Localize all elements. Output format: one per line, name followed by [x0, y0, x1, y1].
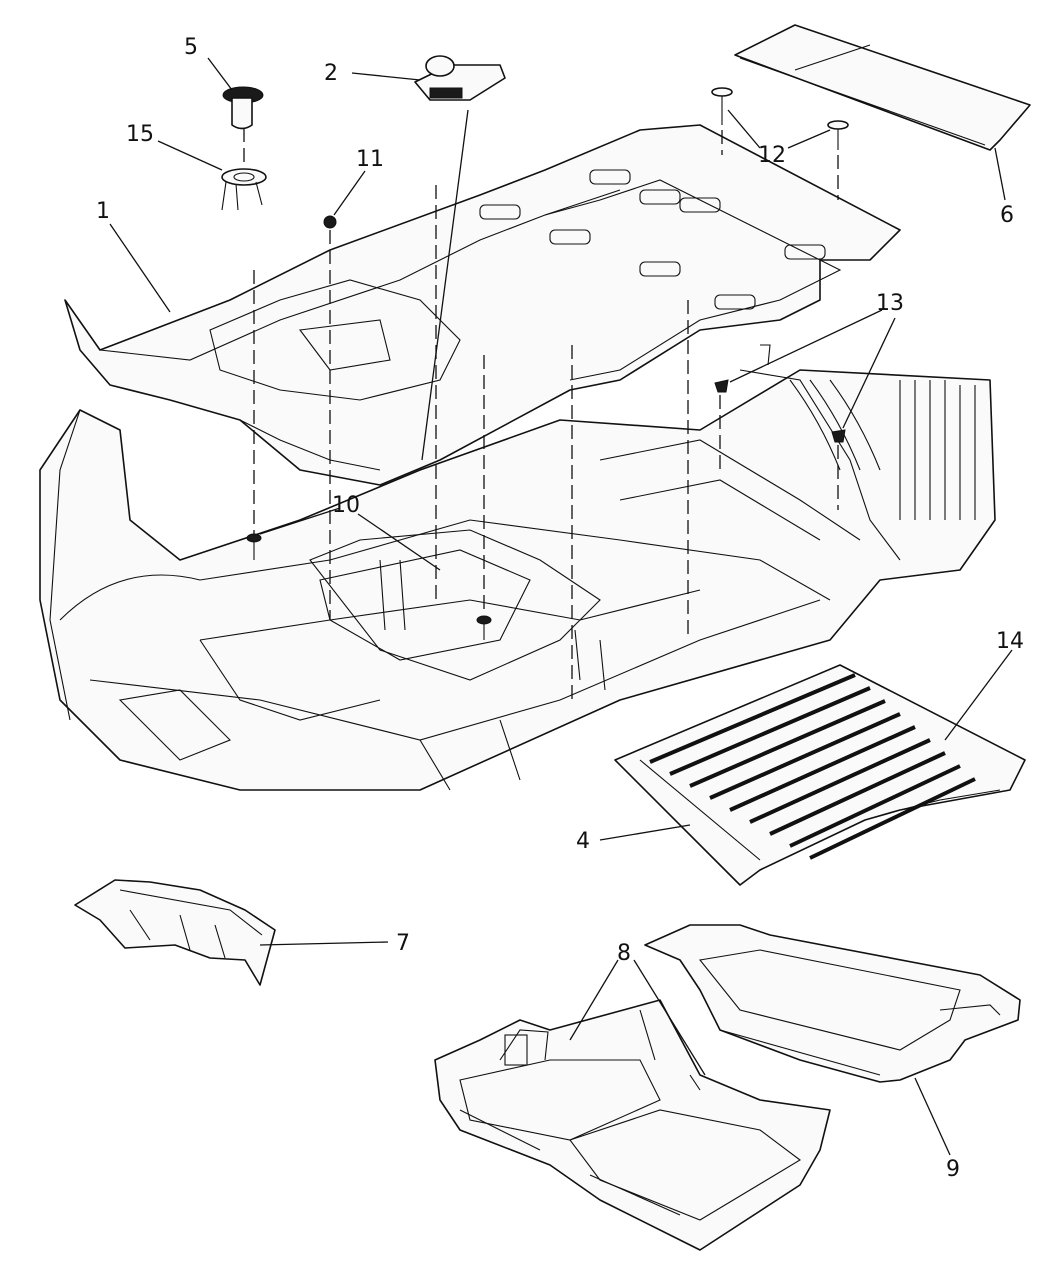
leader-lines — [109, 57, 1013, 1156]
part-9-cargo-tray — [644, 924, 1021, 1083]
part-7-front-insulator — [74, 879, 276, 986]
floor-pan-body — [39, 369, 996, 791]
part-12-push-pins — [711, 87, 849, 150]
callout-1: 1 — [96, 199, 110, 224]
callout-12: 12 — [758, 143, 786, 168]
part-2-tie-down-handle — [414, 55, 506, 101]
callout-4: 4 — [576, 829, 590, 854]
assembly-lines — [243, 109, 839, 700]
callout-13: 13 — [876, 291, 904, 316]
part-13-clips — [714, 344, 846, 443]
callout-15: 15 — [126, 122, 154, 147]
callout-11: 11 — [356, 147, 384, 172]
callout-numbers: 5 15 2 1 11 12 6 13 10 14 4 7 8 9 — [96, 35, 1024, 1182]
part-11-nut — [323, 215, 337, 229]
callout-5: 5 — [184, 35, 198, 60]
part-4-14-rear-floor-mat — [614, 664, 1026, 886]
callout-10: 10 — [332, 493, 360, 518]
part-8-front-floor-mats — [434, 999, 831, 1251]
part-10-screws — [246, 533, 492, 640]
callout-8: 8 — [617, 941, 631, 966]
callout-7: 7 — [396, 931, 410, 956]
part-1-floor-carpet — [64, 124, 901, 486]
callout-9: 9 — [946, 1157, 960, 1182]
callout-14: 14 — [996, 629, 1024, 654]
callout-2: 2 — [324, 61, 338, 86]
part-6-load-floor-panel — [734, 24, 1031, 151]
part-5-plug — [222, 86, 264, 130]
callout-6: 6 — [1000, 203, 1014, 228]
part-15-retainer — [221, 168, 267, 211]
